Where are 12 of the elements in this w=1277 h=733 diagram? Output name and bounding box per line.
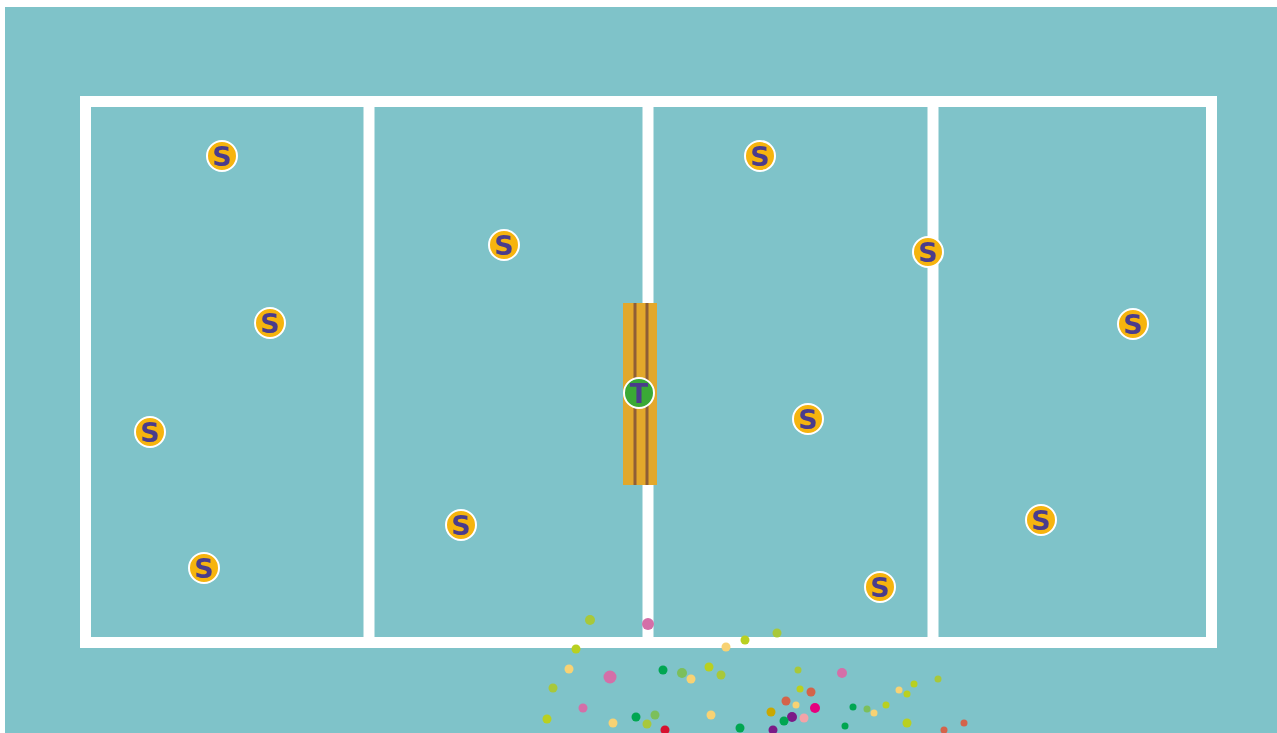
fielder-marker: S: [864, 571, 896, 603]
fielder-marker: S: [1117, 308, 1149, 340]
fielder-marker: S: [445, 509, 477, 541]
fielder-marker: S: [206, 140, 238, 172]
fielder-marker: S: [912, 236, 944, 268]
fielder-marker: S: [134, 416, 166, 448]
fielder-marker: S: [1025, 504, 1057, 536]
fielder-marker: S: [488, 229, 520, 261]
fielder-marker: S: [188, 552, 220, 584]
fielder-marker: S: [792, 403, 824, 435]
fielder-marker: S: [254, 307, 286, 339]
fielder-marker: S: [744, 140, 776, 172]
